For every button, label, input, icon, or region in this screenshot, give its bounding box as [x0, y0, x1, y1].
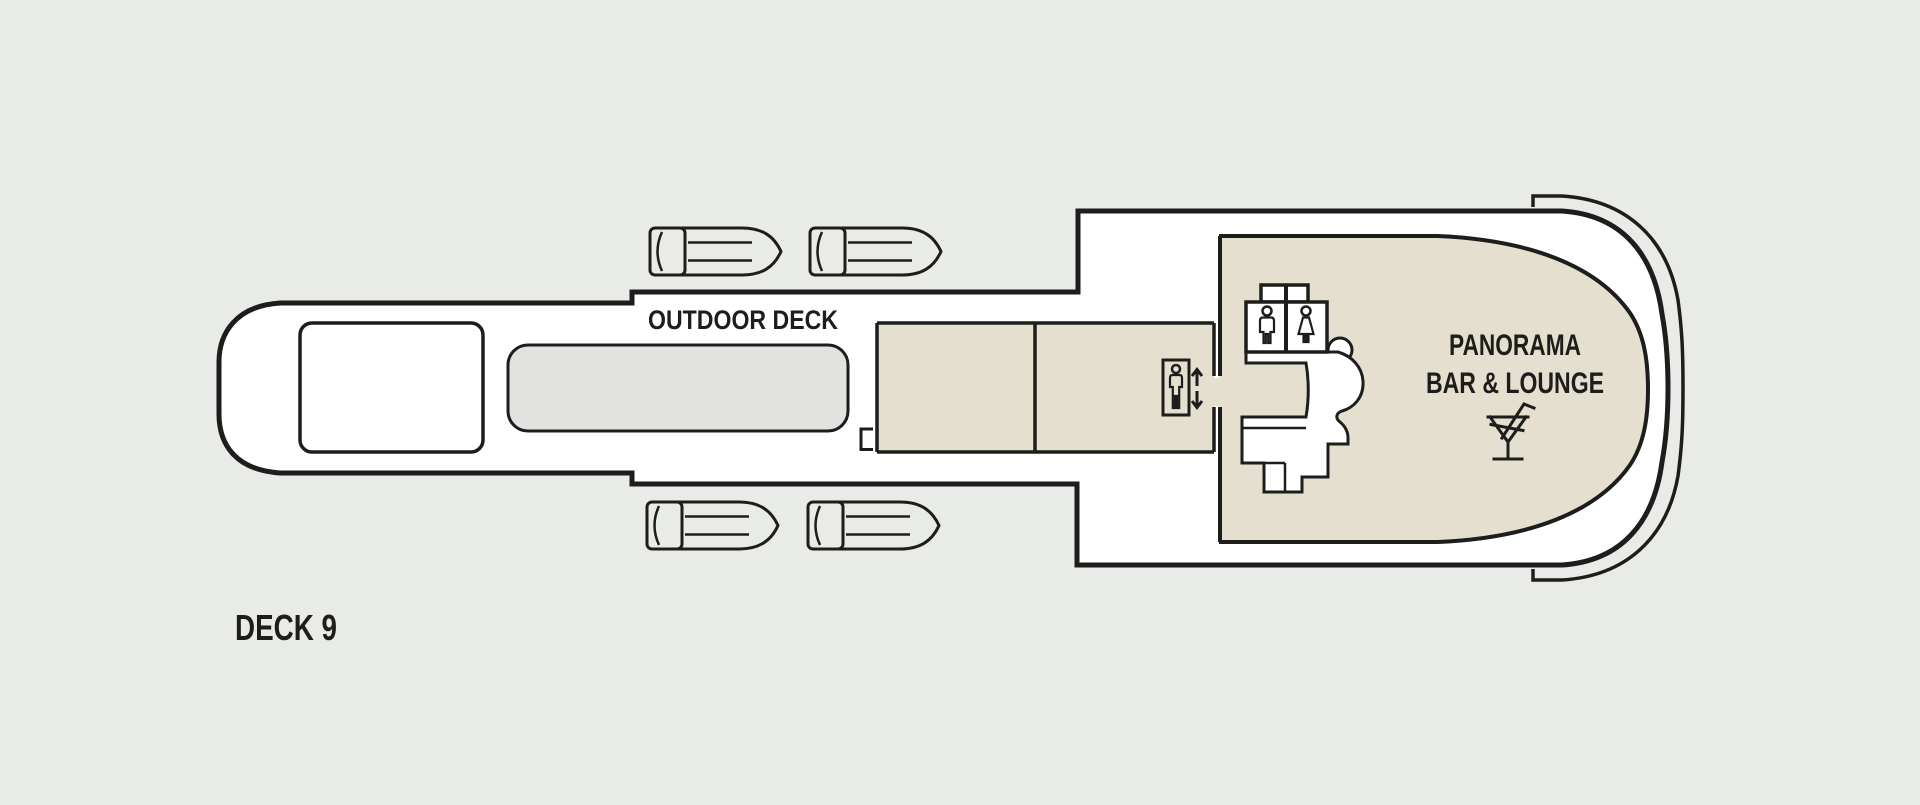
- outdoor-deck-pad: [506, 343, 850, 433]
- bow-outer-rail-line: [1531, 194, 1685, 582]
- up-arrow-icon: [1190, 367, 1204, 386]
- lounge-door-opening: [1212, 378, 1222, 406]
- restroom-block: [1244, 283, 1329, 354]
- lifeboat-icon: [645, 500, 780, 551]
- womens-restroom-icon: [1297, 305, 1315, 344]
- lifeboat-icon: [806, 500, 941, 551]
- outdoor-deck-label: OUTDOOR DECK: [648, 305, 838, 335]
- midship-room-block: [877, 323, 1214, 452]
- down-arrow-icon: [1190, 391, 1204, 410]
- stair-steps-lines: [1242, 426, 1306, 492]
- stairs-icon: [1240, 350, 1365, 494]
- corridor-door-jamb: [859, 427, 873, 451]
- midship-room-walls: [875, 321, 1216, 454]
- elevator-icon: [1161, 358, 1204, 417]
- lifeboat-icon: [648, 226, 783, 277]
- staircase-and-bar: [1240, 283, 1365, 494]
- deck-number-label: DECK 9: [235, 607, 337, 648]
- lifeboat-icon: [808, 226, 943, 277]
- forward-deck-room: [298, 321, 485, 454]
- panorama-lounge-wall: [1219, 234, 1651, 544]
- lounge-label-line1: PANORAMA: [1449, 329, 1581, 362]
- mens-restroom-icon: [1258, 305, 1276, 345]
- cocktail-icon: [1486, 402, 1536, 461]
- lounge-label-line2: BAR & LOUNGE: [1426, 367, 1604, 400]
